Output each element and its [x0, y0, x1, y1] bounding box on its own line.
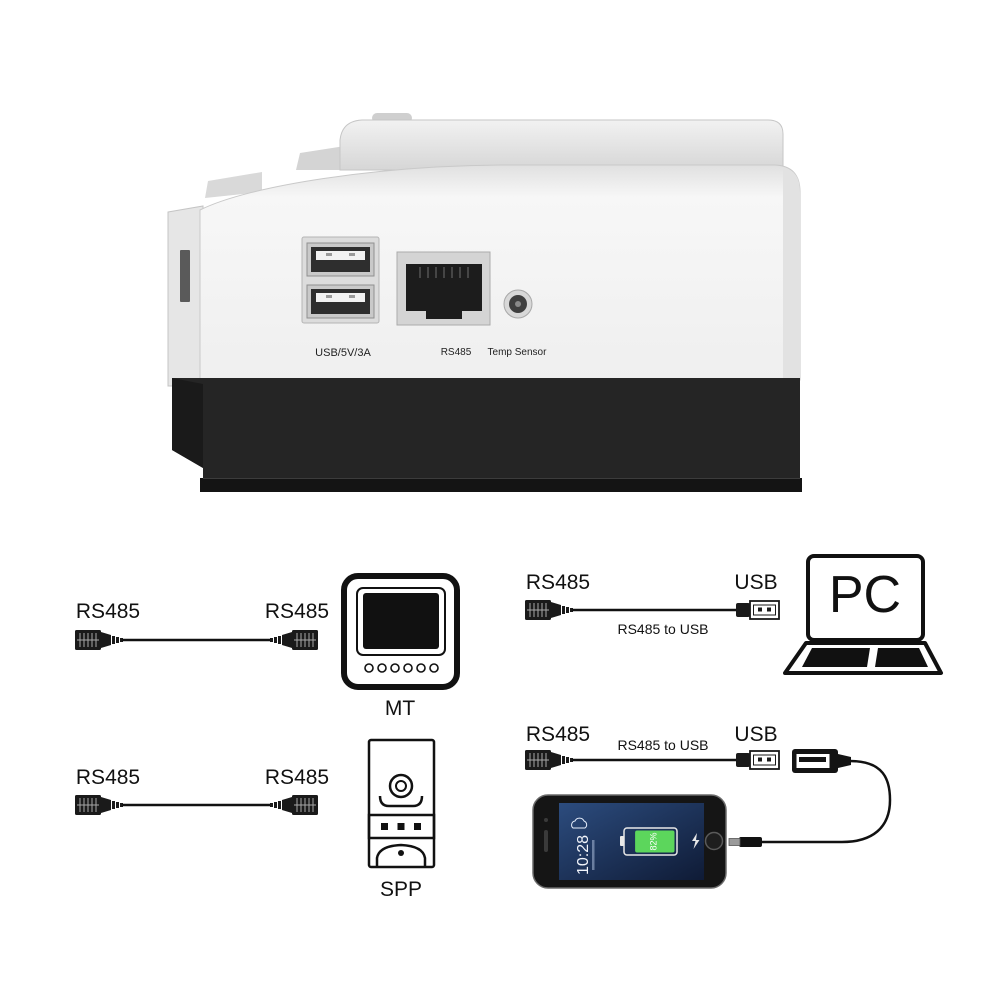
micro-usb-plug — [739, 837, 762, 847]
battery-frame — [623, 827, 678, 856]
lock-screen-date-line — [592, 840, 595, 870]
base-bottom-strip — [200, 478, 802, 492]
mt-cable-left-label: RS485 — [76, 600, 140, 623]
battery-percent: 82% — [648, 832, 658, 850]
spp-cable-left-label: RS485 — [76, 766, 140, 789]
usb-port-label: USB/5V/3A — [315, 347, 371, 359]
rs485-port-label: RS485 — [441, 347, 472, 358]
battery-terminal — [620, 836, 624, 846]
phone-cable-right-label: USB — [734, 723, 777, 746]
phone-speaker — [544, 830, 548, 852]
laptop-icon: PC — [783, 554, 943, 675]
top-cover — [339, 119, 784, 171]
rj45-plug-icon — [525, 599, 573, 621]
mt-button — [403, 663, 413, 673]
usb-plug-icon — [736, 750, 780, 770]
usb-port-lower-contact — [349, 295, 355, 298]
mt-button — [416, 663, 426, 673]
side-vent-slot — [180, 250, 190, 302]
device-base — [172, 378, 800, 480]
rj45-plug-icon — [75, 794, 123, 816]
spp-bracket — [378, 795, 424, 808]
weather-icon — [571, 817, 588, 829]
spp-lens-inner — [395, 780, 407, 792]
mt-screen — [363, 593, 439, 649]
pc-connection: RS485 USB RS485 to USB PC — [525, 554, 943, 675]
base-left-face — [172, 378, 203, 468]
mt-button — [364, 663, 374, 673]
home-button — [704, 831, 724, 851]
phone-connection: RS485 USB RS485 to USB 10:28 82% — [525, 723, 892, 889]
usb-plug-icon — [736, 600, 780, 620]
rj45-plug-icon — [75, 629, 123, 651]
usb-port-lower-contact — [326, 295, 332, 298]
mt-display-icon — [341, 573, 460, 690]
rs485-port-opening — [406, 264, 482, 319]
spp-indicator — [381, 823, 388, 830]
spp-device-icon — [367, 738, 436, 869]
spp-outline — [367, 738, 436, 869]
charging-cable — [760, 759, 892, 844]
cover-ledge-left — [205, 172, 262, 198]
temp-sensor-jack — [503, 289, 533, 319]
battery-level — [635, 830, 675, 853]
rs485-port-contacts — [419, 267, 469, 278]
spp-lens-outer — [388, 773, 414, 799]
smartphone-icon: 10:28 82% — [532, 794, 727, 889]
mt-device-label: MT — [385, 697, 415, 720]
charging-bolt-icon — [692, 833, 700, 849]
usb-port-upper-contact — [326, 253, 332, 256]
lock-screen-time: 10:28 — [575, 835, 592, 875]
rj45-plug-icon — [270, 794, 318, 816]
phone-cable-label: RS485 to USB — [617, 737, 708, 753]
spp-band — [367, 813, 436, 840]
usb-dual-port — [301, 236, 380, 324]
rj45-plug-icon — [270, 629, 318, 651]
mt-button — [377, 663, 387, 673]
cover-ledge-mid — [296, 146, 345, 170]
usb-port-lower-tongue — [316, 293, 365, 302]
spp-indicator — [414, 823, 421, 830]
spp-device-label: SPP — [380, 878, 422, 901]
spp-base-dot — [398, 850, 404, 856]
spp-indicator — [397, 823, 405, 830]
pc-cable-left-label: RS485 — [526, 571, 590, 594]
mt-button — [429, 663, 439, 673]
micro-usb-tip — [728, 838, 741, 846]
laptop-keyboard-key — [802, 648, 870, 667]
pc-cable-label: RS485 to USB — [617, 621, 708, 637]
pc-cable-right-label: USB — [734, 571, 777, 594]
mt-connection: RS485 RS485 MT — [75, 573, 460, 720]
front-camera — [544, 818, 548, 822]
spp-cable-right-label: RS485 — [265, 766, 329, 789]
temp-sensor-label: Temp Sensor — [488, 347, 548, 358]
laptop-keyboard-key — [875, 648, 928, 667]
mt-screen-bezel — [356, 587, 446, 656]
spp-base-dome — [375, 843, 427, 866]
spp-connection: RS485 RS485 SPP — [75, 738, 436, 901]
usb-port-upper-contact — [349, 253, 355, 256]
mt-button — [390, 663, 400, 673]
usb-female-tongue — [799, 757, 826, 762]
pc-device-label: PC — [829, 566, 901, 624]
phone-cable-left-label: RS485 — [526, 723, 590, 746]
rj45-plug-icon — [525, 749, 573, 771]
rs485-port — [396, 251, 491, 326]
charge-controller-device: USB/5V/3A RS485 Temp Sensor — [167, 113, 802, 492]
mt-cable-right-label: RS485 — [265, 600, 329, 623]
usb-port-upper-tongue — [316, 251, 365, 260]
body-right-edge — [783, 168, 800, 380]
usb-female-connector-icon — [792, 749, 851, 773]
usb-female-strain-relief — [838, 754, 851, 768]
phone-screen — [559, 803, 704, 880]
jack-pin — [515, 301, 521, 307]
laptop-screen — [806, 554, 925, 642]
